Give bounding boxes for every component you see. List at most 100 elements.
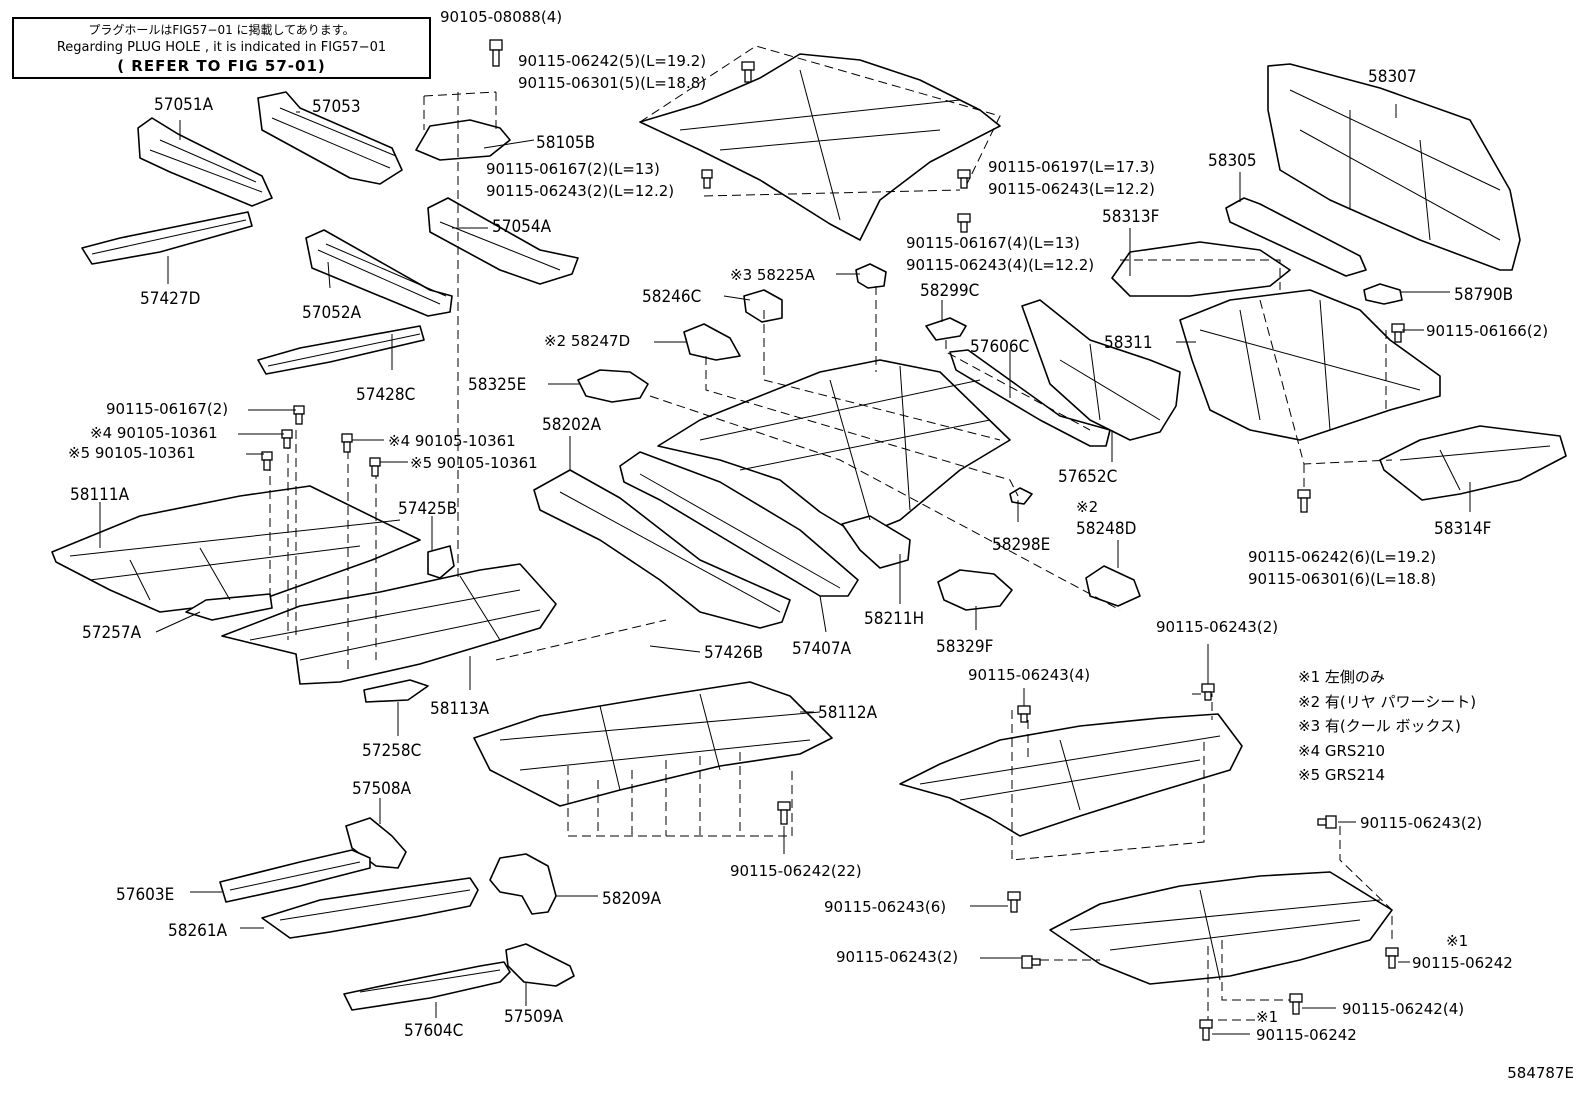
part-58298e — [1009, 487, 1033, 505]
callout-label: 58790B — [1454, 285, 1513, 305]
note-refer: ( REFER TO FIG 57-01) — [117, 57, 326, 75]
legend-item: ※1 左側のみ — [1298, 668, 1385, 686]
bolt-icon — [957, 169, 971, 189]
part-shapes — [51, 53, 1567, 1011]
part-58261a — [261, 877, 479, 939]
part-58325e — [577, 369, 649, 403]
bolt-icon — [1317, 815, 1337, 829]
part-57051a — [137, 117, 273, 207]
bolt-icon — [293, 405, 305, 425]
bolt-icon — [1391, 323, 1405, 343]
part-57606c — [949, 349, 1111, 447]
part-58299c — [925, 317, 967, 341]
bolt-icon — [261, 451, 273, 471]
callout-label: 90115-06243(2) — [1360, 814, 1482, 832]
part-57407a — [619, 451, 859, 597]
callout-label: 58113A — [430, 699, 490, 719]
part-58329f — [937, 569, 1013, 611]
callout-label: 57604C — [404, 1021, 463, 1041]
callout-label: 58307 — [1368, 67, 1417, 87]
leader-lines — [99, 104, 1471, 1035]
note-japanese: プラグホールはFIG57−01 に掲載してあります。 — [88, 23, 355, 37]
bolt-icon — [777, 801, 791, 825]
part-58313f — [1111, 241, 1291, 297]
legend-item: ※5 GRS214 — [1298, 766, 1386, 784]
part-57427d — [81, 211, 253, 265]
callout-label: 57258C — [362, 741, 421, 761]
callout-label: 57425B — [398, 499, 457, 519]
callout-label: 90115-06301(5)(L=18.8) — [518, 74, 706, 92]
bolt-icon — [957, 213, 971, 233]
callout-label: 58202A — [542, 415, 602, 435]
callout-label: 90115-06243(6) — [824, 898, 946, 916]
callout-label: 90115-06242(22) — [730, 862, 862, 880]
part-57054a — [427, 197, 579, 285]
bolt-icon — [281, 429, 293, 449]
bolt-icons — [261, 39, 1405, 1041]
callout-label: 90115-06243(4) — [968, 666, 1090, 684]
callout-label: 90115-06243(2)(L=12.2) — [486, 182, 674, 200]
callout-label: 90115-06243(2) — [836, 948, 958, 966]
bolt-icon — [1385, 947, 1399, 969]
callout-label: 90105-08088(4) — [440, 8, 562, 26]
callout-label: ※1 — [1256, 1008, 1278, 1026]
callout-label: 57427D — [140, 289, 200, 309]
callout-label: 57426B — [704, 643, 763, 663]
bolt-icon — [1201, 683, 1215, 701]
part-57258c — [363, 679, 429, 703]
bolt-icon — [701, 169, 713, 189]
part-58790b — [1363, 283, 1403, 305]
part-58209a — [489, 853, 557, 915]
callout-label: ※1 — [1446, 932, 1468, 950]
callout-label: 57606C — [970, 337, 1029, 357]
bolt-icon — [741, 61, 755, 83]
callout-label: 58209A — [602, 889, 662, 909]
callout-label: 57652C — [1058, 467, 1117, 487]
callout-label: 58311 — [1104, 333, 1153, 353]
legend: ※1 左側のみ ※2 有(リヤ パワーシート) ※3 有(クール ボックス) ※… — [1298, 665, 1476, 788]
part-57509a — [505, 943, 575, 987]
legend-item: ※3 有(クール ボックス) — [1298, 717, 1461, 735]
callout-label: 58329F — [936, 637, 993, 657]
callout-label: ※2 58247D — [544, 332, 630, 350]
part-58113a — [221, 563, 557, 685]
callout-label: 58248D — [1076, 519, 1136, 539]
bolt-icon — [1017, 705, 1031, 723]
callout-label: 90115-06242(5)(L=19.2) — [518, 52, 706, 70]
part-58111a — [51, 485, 421, 613]
callout-label: 90115-06242 — [1412, 954, 1513, 972]
part-center-floor — [657, 359, 1011, 537]
callout-label: 90115-06243(4)(L=12.2) — [906, 256, 1094, 274]
dashed-guide-lines — [269, 45, 1393, 1021]
callout-label: 57052A — [302, 303, 362, 323]
part-58211h — [841, 515, 911, 569]
callout-label: 90115-06242 — [1256, 1026, 1357, 1044]
part-57604c — [343, 961, 511, 1011]
part-58311 — [1179, 289, 1441, 441]
part-57425b — [427, 545, 455, 579]
part-58112a — [473, 681, 833, 807]
part-lower-floor-assy-1 — [899, 713, 1243, 837]
callout-label: 90115-06243(L=12.2) — [988, 180, 1155, 198]
callout-label: 57257A — [82, 623, 142, 643]
callout-label: ※3 58225A — [730, 266, 816, 284]
bolt-icon — [1007, 891, 1021, 913]
bolt-icon — [489, 39, 503, 67]
part-58202a — [533, 469, 791, 629]
note-english: Regarding PLUG HOLE , it is indicated in… — [56, 40, 387, 55]
part-58247d — [683, 323, 741, 361]
bolt-icon — [1289, 993, 1303, 1015]
bolt-icon — [1297, 489, 1311, 513]
callout-label: 58211H — [864, 609, 924, 629]
callout-label: 57053 — [312, 97, 361, 117]
part-rear-floor-upper — [639, 53, 1001, 241]
figure-number: 584787E — [1507, 1064, 1574, 1082]
callout-label: 57508A — [352, 779, 412, 799]
part-58248d — [1085, 565, 1141, 607]
callout-label: 58313F — [1102, 207, 1159, 227]
callout-label: 90115-06197(L=17.3) — [988, 158, 1155, 176]
callout-label: 90115-06167(2) — [106, 400, 228, 418]
legend-item: ※2 有(リヤ パワーシート) — [1298, 692, 1477, 711]
callout-label: 90115-06167(4)(L=13) — [906, 234, 1080, 252]
callout-label: 57428C — [356, 385, 415, 405]
